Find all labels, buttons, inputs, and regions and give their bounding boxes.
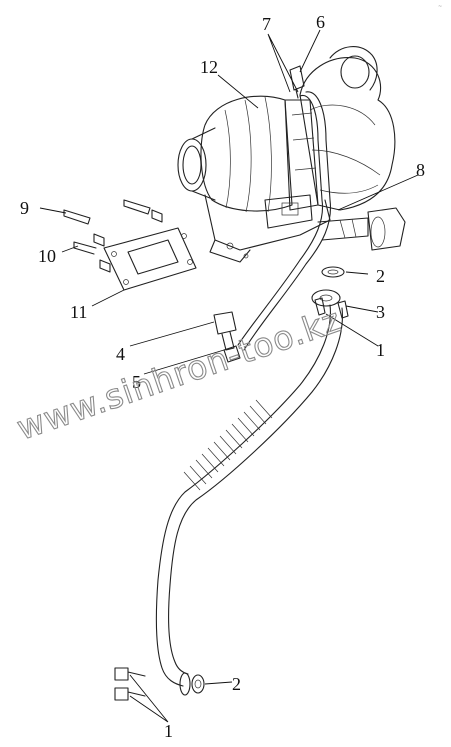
oil-supply-line (213, 91, 332, 363)
callout-labels: 12 7 6 8 9 10 11 2 3 1 4 5 2 1 (20, 12, 425, 741)
callout-1-lower: 1 (164, 721, 173, 741)
callout-1-upper: 1 (376, 340, 385, 360)
callout-10: 10 (38, 246, 56, 266)
callout-6: 6 (316, 12, 325, 32)
callout-3: 3 (376, 302, 385, 322)
callout-5: 5 (132, 372, 141, 392)
oil-return-pipe (114, 266, 349, 701)
studs-and-gasket (63, 199, 197, 291)
leader-lines (39, 29, 419, 723)
corner-mark: ~ (438, 4, 442, 10)
callout-12: 12 (200, 57, 218, 77)
callout-2-lower: 2 (232, 674, 241, 694)
callout-4: 4 (116, 344, 125, 364)
callout-8: 8 (416, 160, 425, 180)
callout-2-upper: 2 (376, 266, 385, 286)
callout-11: 11 (70, 302, 87, 322)
callout-9: 9 (20, 198, 29, 218)
turbocharger (177, 46, 406, 263)
callout-7: 7 (262, 14, 271, 34)
watermark-text: www.sinhron-too.kz (12, 300, 346, 448)
